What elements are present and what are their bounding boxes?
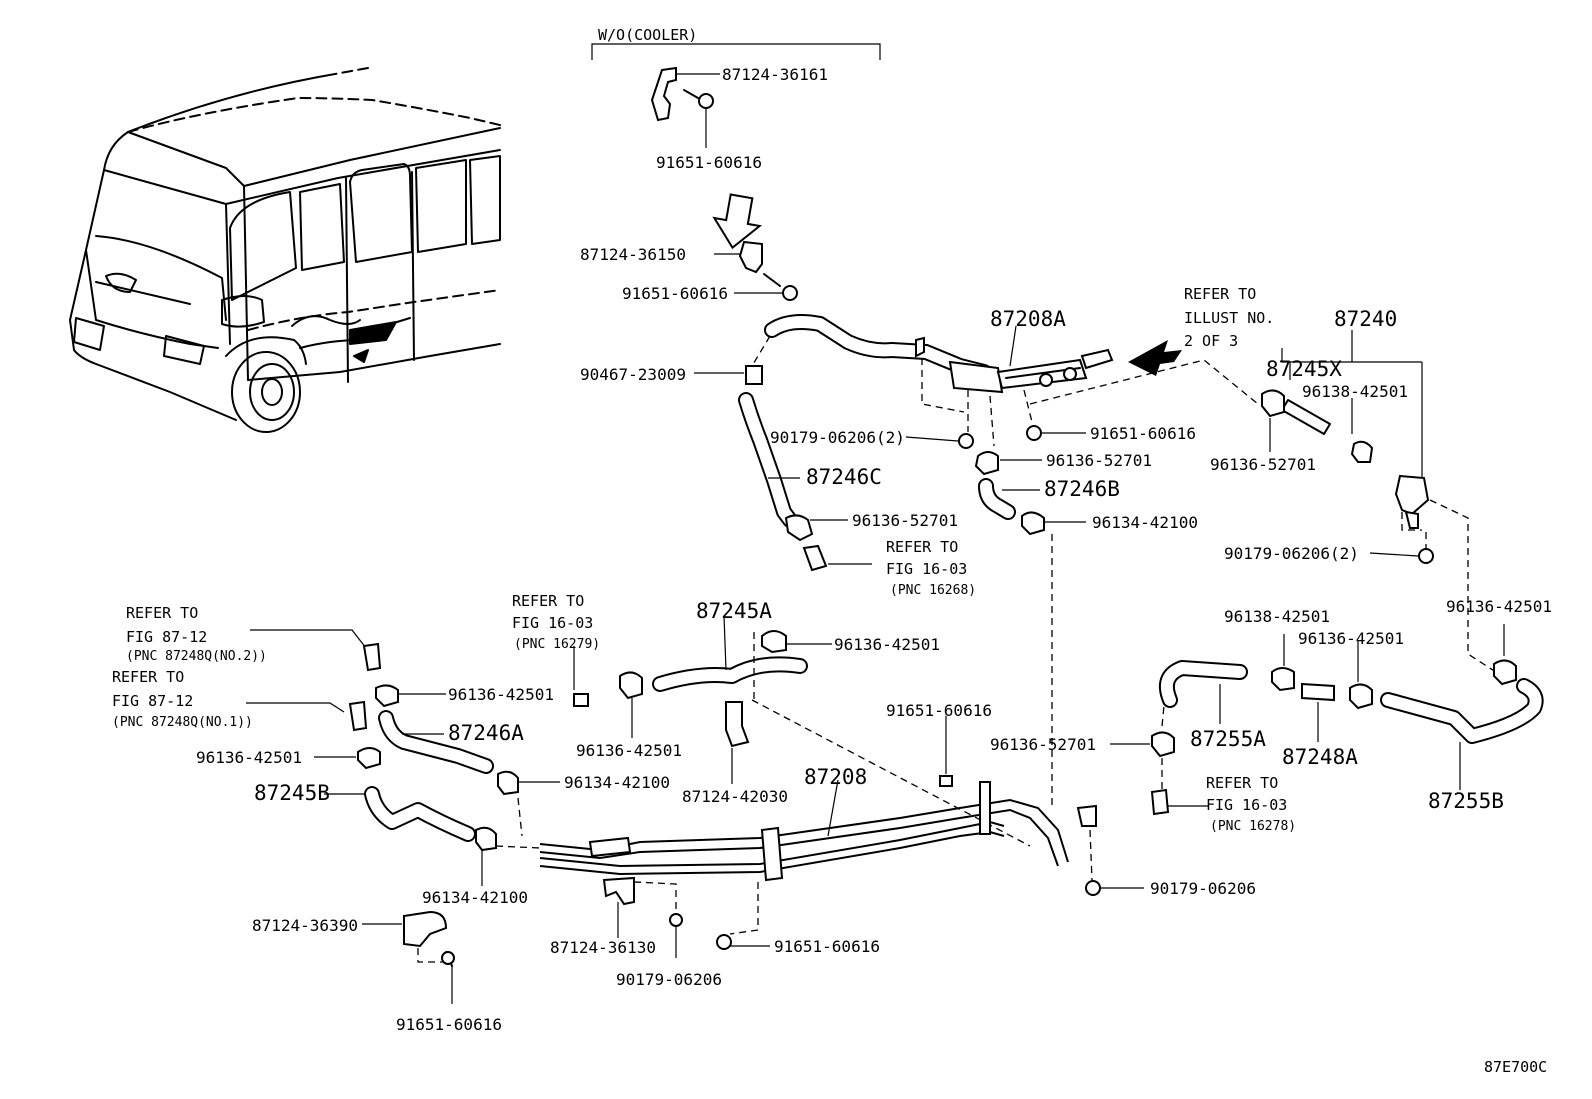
part-number: 96136-42501 [834, 635, 940, 654]
part-number: 96134-42100 [1092, 513, 1198, 532]
pipe-ref-87248Q-no2 [362, 642, 382, 672]
part-number: 90179-06206 [616, 970, 722, 989]
part-number: 96136-42501 [576, 741, 682, 760]
part-number: 96134-42100 [422, 888, 528, 907]
refer-text: REFER TO [512, 592, 584, 610]
part-number: 96136-42501 [448, 685, 554, 704]
refer-text: (PNC 16268) [890, 583, 976, 598]
refer-text: FIG 16-03 [886, 560, 967, 578]
condition-label: W/O(COOLER) [598, 26, 697, 44]
part-number-main: 87246A [448, 721, 524, 745]
part-number: 96136-52701 [1046, 451, 1152, 470]
part-number: 91651-60616 [1090, 424, 1196, 443]
part-number-main: 87246C [806, 465, 882, 489]
refer-text: FIG 16-03 [1206, 796, 1287, 814]
part-number: 87124-36390 [252, 916, 358, 935]
part-number: 91651-60616 [656, 153, 762, 172]
part-number: 96138-42501 [1302, 382, 1408, 401]
clamp-87124-36130 [602, 876, 635, 906]
part-number: 96136-52701 [990, 735, 1096, 754]
part-number: 90467-23009 [580, 365, 686, 384]
refer-text: (PNC 16279) [514, 637, 600, 652]
part-number: 96138-42501 [1224, 607, 1330, 626]
part-number: 91651-60616 [622, 284, 728, 303]
refer-text: REFER TO [112, 668, 184, 686]
part-number: 96136-42501 [196, 748, 302, 767]
part-number: 90179-06206 [1150, 879, 1256, 898]
part-number: 87124-36150 [580, 245, 686, 264]
part-number-main: 87255A [1190, 727, 1266, 751]
junction-87208A [915, 336, 1114, 394]
part-number: 87124-36161 [722, 65, 828, 84]
clamp-on-87208-b [979, 781, 991, 835]
part-number-main: 87245A [696, 599, 772, 623]
refer-text: FIG 16-03 [512, 614, 593, 632]
refer-arrow [1128, 340, 1182, 376]
refer-text: FIG 87-12 [126, 628, 207, 646]
pipe-ref-87248Q-no1 [348, 700, 368, 732]
part-number-main: 87208A [990, 307, 1066, 331]
part-number: 91651-60616 [886, 701, 992, 720]
refer-text: (PNC 16278) [1210, 819, 1296, 834]
part-number: 96136-52701 [1210, 455, 1316, 474]
refer-text: (PNC 87248Q(NO.1)) [112, 715, 253, 730]
part-number: 87124-36130 [550, 938, 656, 957]
refer-text: REFER TO [886, 538, 958, 556]
part-number-main: 87245B [254, 781, 330, 805]
part-number-main: 87248A [1282, 745, 1358, 769]
refer-text: REFER TO [126, 604, 198, 622]
refer-text: REFER TO [1184, 285, 1256, 303]
part-number: 96136-42501 [1298, 629, 1404, 648]
refer-text: (PNC 87248Q(NO.2)) [126, 649, 267, 664]
part-number: 91651-60616 [396, 1015, 502, 1034]
part-number-main: 87240 [1334, 307, 1397, 331]
clamp-87124-36150 [738, 240, 763, 274]
without-cooler-bracket [591, 43, 881, 60]
part-number-main: 87246B [1044, 477, 1120, 501]
pipe-87248A [1301, 682, 1335, 702]
clamp-on-87208-a [760, 826, 784, 882]
hose-band-90467 [745, 365, 763, 385]
refer-text: ILLUST NO. [1184, 309, 1274, 327]
refer-text: FIG 87-12 [112, 692, 193, 710]
part-number: 87124-42030 [682, 787, 788, 806]
refer-text: 2 OF 3 [1184, 332, 1238, 350]
part-number-main: 87208 [804, 765, 867, 789]
part-number-main: 87245X [1266, 357, 1342, 381]
part-number: 96134-42100 [564, 773, 670, 792]
part-number: 96136-42501 [1446, 597, 1552, 616]
part-number: 91651-60616 [774, 937, 880, 956]
clamp-87124-42030 [725, 701, 750, 748]
part-number-main: 87255B [1428, 789, 1504, 813]
part-number: 90179-06206(2) [1224, 544, 1359, 563]
figure-code: 87E700C [1484, 1058, 1547, 1076]
clamp-87124-36390 [403, 910, 448, 948]
part-number: 90179-06206(2) [770, 428, 905, 447]
direction-arrow [712, 193, 763, 250]
vehicle-illustration [69, 67, 505, 433]
refer-text: REFER TO [1206, 774, 1278, 792]
part-number: 96136-52701 [852, 511, 958, 530]
